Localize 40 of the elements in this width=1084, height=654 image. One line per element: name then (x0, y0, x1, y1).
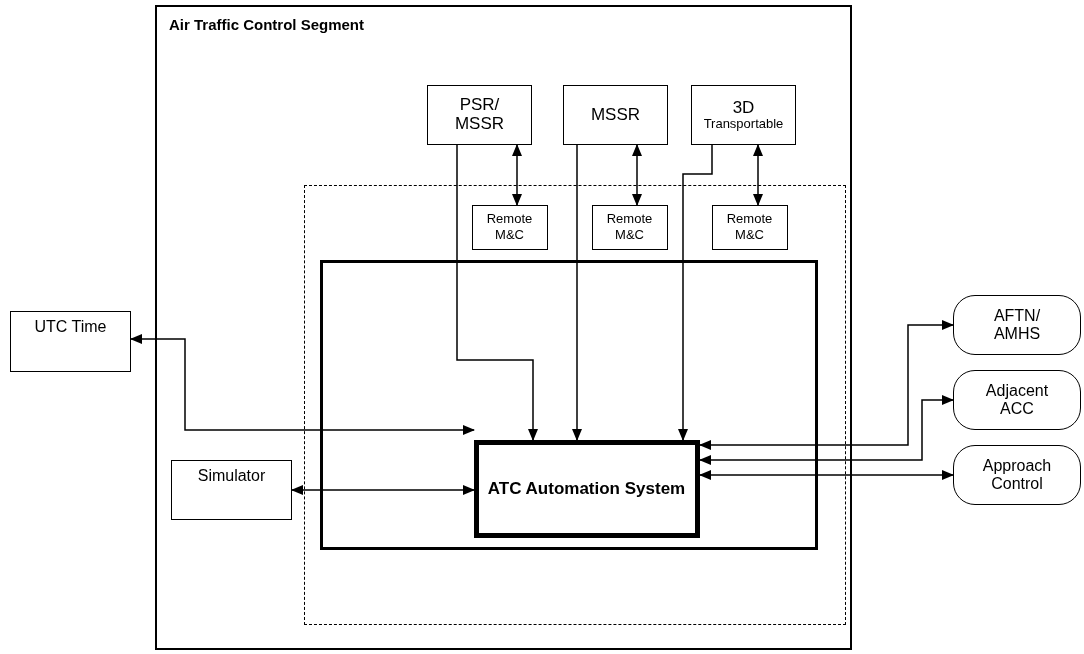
node-label: ATC Automation System (487, 478, 686, 499)
connector-arrow (130, 334, 475, 435)
system-box (473, 439, 700, 538)
connector-arrow (699, 320, 954, 450)
module-box (711, 204, 788, 250)
module-box (471, 204, 548, 250)
node-label: Remote M&C (725, 211, 774, 243)
process-box (10, 311, 131, 372)
connector-arrow (572, 144, 582, 441)
radar-box (427, 85, 532, 145)
node-label: Remote M&C (605, 211, 654, 243)
node-label: MSSR (590, 105, 641, 125)
segment-boundary (155, 5, 852, 650)
connector-arrow (678, 144, 713, 441)
node-label: Approach Control (982, 456, 1052, 494)
external-system (953, 445, 1081, 505)
module-box (591, 204, 668, 250)
segment-title: Air Traffic Control Segment (169, 16, 365, 33)
connector-arrow (699, 470, 954, 480)
process-box (171, 460, 292, 520)
node-label: Remote M&C (485, 211, 534, 243)
connector-arrow (632, 144, 642, 206)
connector-arrow (456, 144, 538, 441)
node-label: AFTN/ AMHS (992, 306, 1042, 344)
external-system (953, 370, 1081, 430)
connector-arrow (753, 144, 763, 206)
connector-arrow (291, 485, 475, 495)
external-system (953, 295, 1081, 355)
connector-arrow (699, 395, 954, 465)
system-frame (319, 259, 818, 550)
node-label: 3D (732, 98, 755, 118)
node-label: Simulator (197, 467, 266, 485)
radar-box (691, 85, 796, 145)
dashed-boundary (304, 185, 846, 625)
node-label: Transportable (703, 117, 784, 132)
connector-arrow (512, 144, 522, 206)
node-label: UTC Time (34, 318, 107, 336)
node-label: PSR/ MSSR (453, 96, 506, 134)
radar-box (563, 85, 668, 145)
node-label: Adjacent ACC (984, 381, 1050, 419)
